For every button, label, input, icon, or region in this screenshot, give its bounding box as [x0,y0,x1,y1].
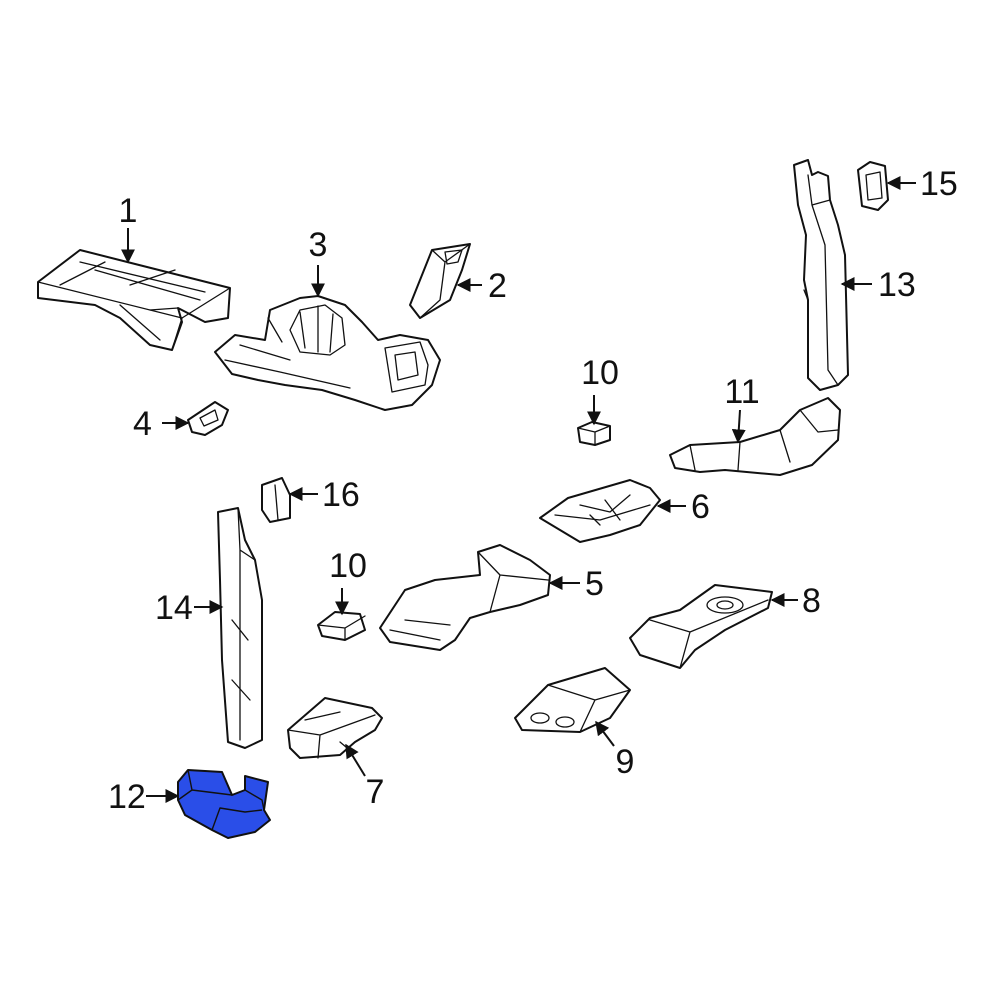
callout-labels: 1 2 3 4 5 6 7 8 9 10 10 11 12 13 14 15 1… [108,165,958,816]
part-13-vertical-duct[interactable] [793,159,849,391]
callout-10-upper: 10 [581,354,619,392]
callout-4: 4 [133,405,152,443]
callout-10-lower: 10 [329,547,367,585]
callout-9: 9 [616,743,635,781]
leader-11 [731,409,746,444]
leader-lines [121,176,916,803]
part-16-bracket[interactable] [261,477,291,523]
leader-9 [595,720,615,747]
part-8-duct[interactable] [629,584,773,669]
callout-15: 15 [920,165,958,203]
callout-14: 14 [155,589,193,627]
part-9-duct[interactable] [514,667,631,733]
part-10-clip-upper[interactable] [577,421,611,446]
leader-7 [345,743,366,777]
callout-16: 16 [322,476,360,514]
callout-2: 2 [488,267,507,305]
part-5-duct[interactable] [379,544,551,651]
part-3-hvac-housing[interactable] [214,295,441,411]
callout-13: 13 [878,266,916,304]
part-7-duct[interactable] [287,697,383,759]
callout-11: 11 [724,373,759,411]
part-14-vertical-duct[interactable] [217,507,263,749]
callout-1: 1 [119,192,138,230]
part-4-clip[interactable] [187,401,229,436]
callout-5: 5 [585,565,604,603]
part-2-outlet[interactable] [409,243,471,319]
part-10-clip-lower[interactable] [317,611,366,641]
callout-3: 3 [309,226,328,264]
callout-12: 12 [108,778,146,816]
part-11-floor-duct[interactable] [669,397,841,476]
callout-8: 8 [802,582,821,620]
callout-6: 6 [691,488,710,526]
part-15-clip[interactable] [857,161,889,211]
part-6-duct[interactable] [539,479,661,543]
part-1-main-duct[interactable] [37,249,231,351]
part-12-duct-highlighted[interactable] [177,769,271,839]
callout-7: 7 [366,773,385,811]
